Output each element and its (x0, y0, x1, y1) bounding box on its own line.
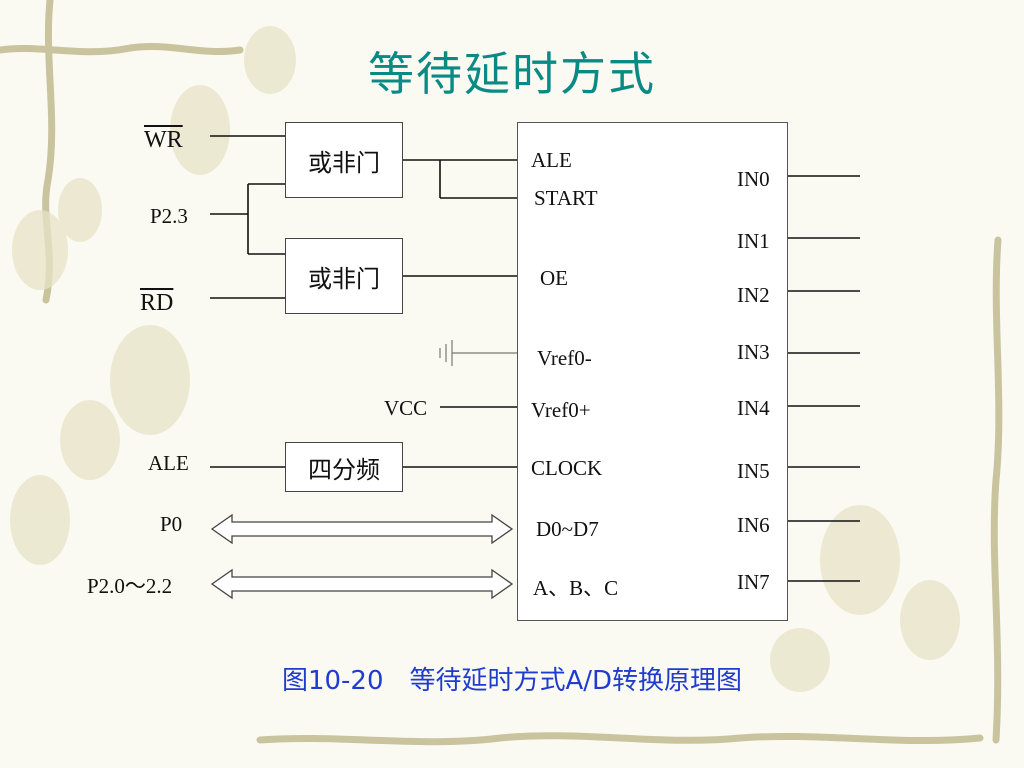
label-ale-in: ALE (148, 451, 189, 475)
pin-in5: IN5 (737, 459, 770, 483)
label-rd: RD (140, 290, 174, 316)
divide-by-four: 四分频 (285, 442, 403, 492)
page-title: 等待延时方式 (368, 47, 656, 101)
pin-vref-minus: Vref0- (537, 346, 592, 370)
pin-in3: IN3 (737, 340, 770, 364)
pin-clock: CLOCK (531, 456, 603, 480)
pin-start: START (534, 186, 598, 210)
pin-in7: IN7 (737, 570, 770, 594)
pin-in6: IN6 (737, 513, 770, 537)
pin-in4: IN4 (737, 396, 770, 420)
pin-abc: A、B、C (533, 576, 619, 600)
pin-oe: OE (540, 266, 568, 290)
pin-ale: ALE (531, 148, 572, 172)
adc-chip (517, 122, 788, 621)
nor-gate-2: 或非门 (285, 238, 403, 314)
bus-arrow-p2 (210, 568, 514, 600)
pin-d0-d7: D0~D7 (536, 517, 599, 541)
pin-vref-plus: Vref0+ (531, 398, 591, 422)
label-vcc: VCC (384, 396, 428, 420)
pin-in1: IN1 (737, 229, 770, 253)
pin-in0: IN0 (737, 167, 770, 191)
ground-symbol (439, 340, 517, 366)
pin-in2: IN2 (737, 283, 770, 307)
label-p20-22: P2.0～2.2 (87, 574, 173, 598)
bus-arrow-p0 (210, 513, 514, 545)
nor-gate-1: 或非门 (285, 122, 403, 198)
label-p23: P2.3 (150, 204, 188, 228)
figure-caption: 图10-20 等待延时方式A/D转换原理图 (281, 666, 743, 696)
label-wr: WR (144, 127, 183, 153)
label-p0: P0 (160, 512, 183, 536)
